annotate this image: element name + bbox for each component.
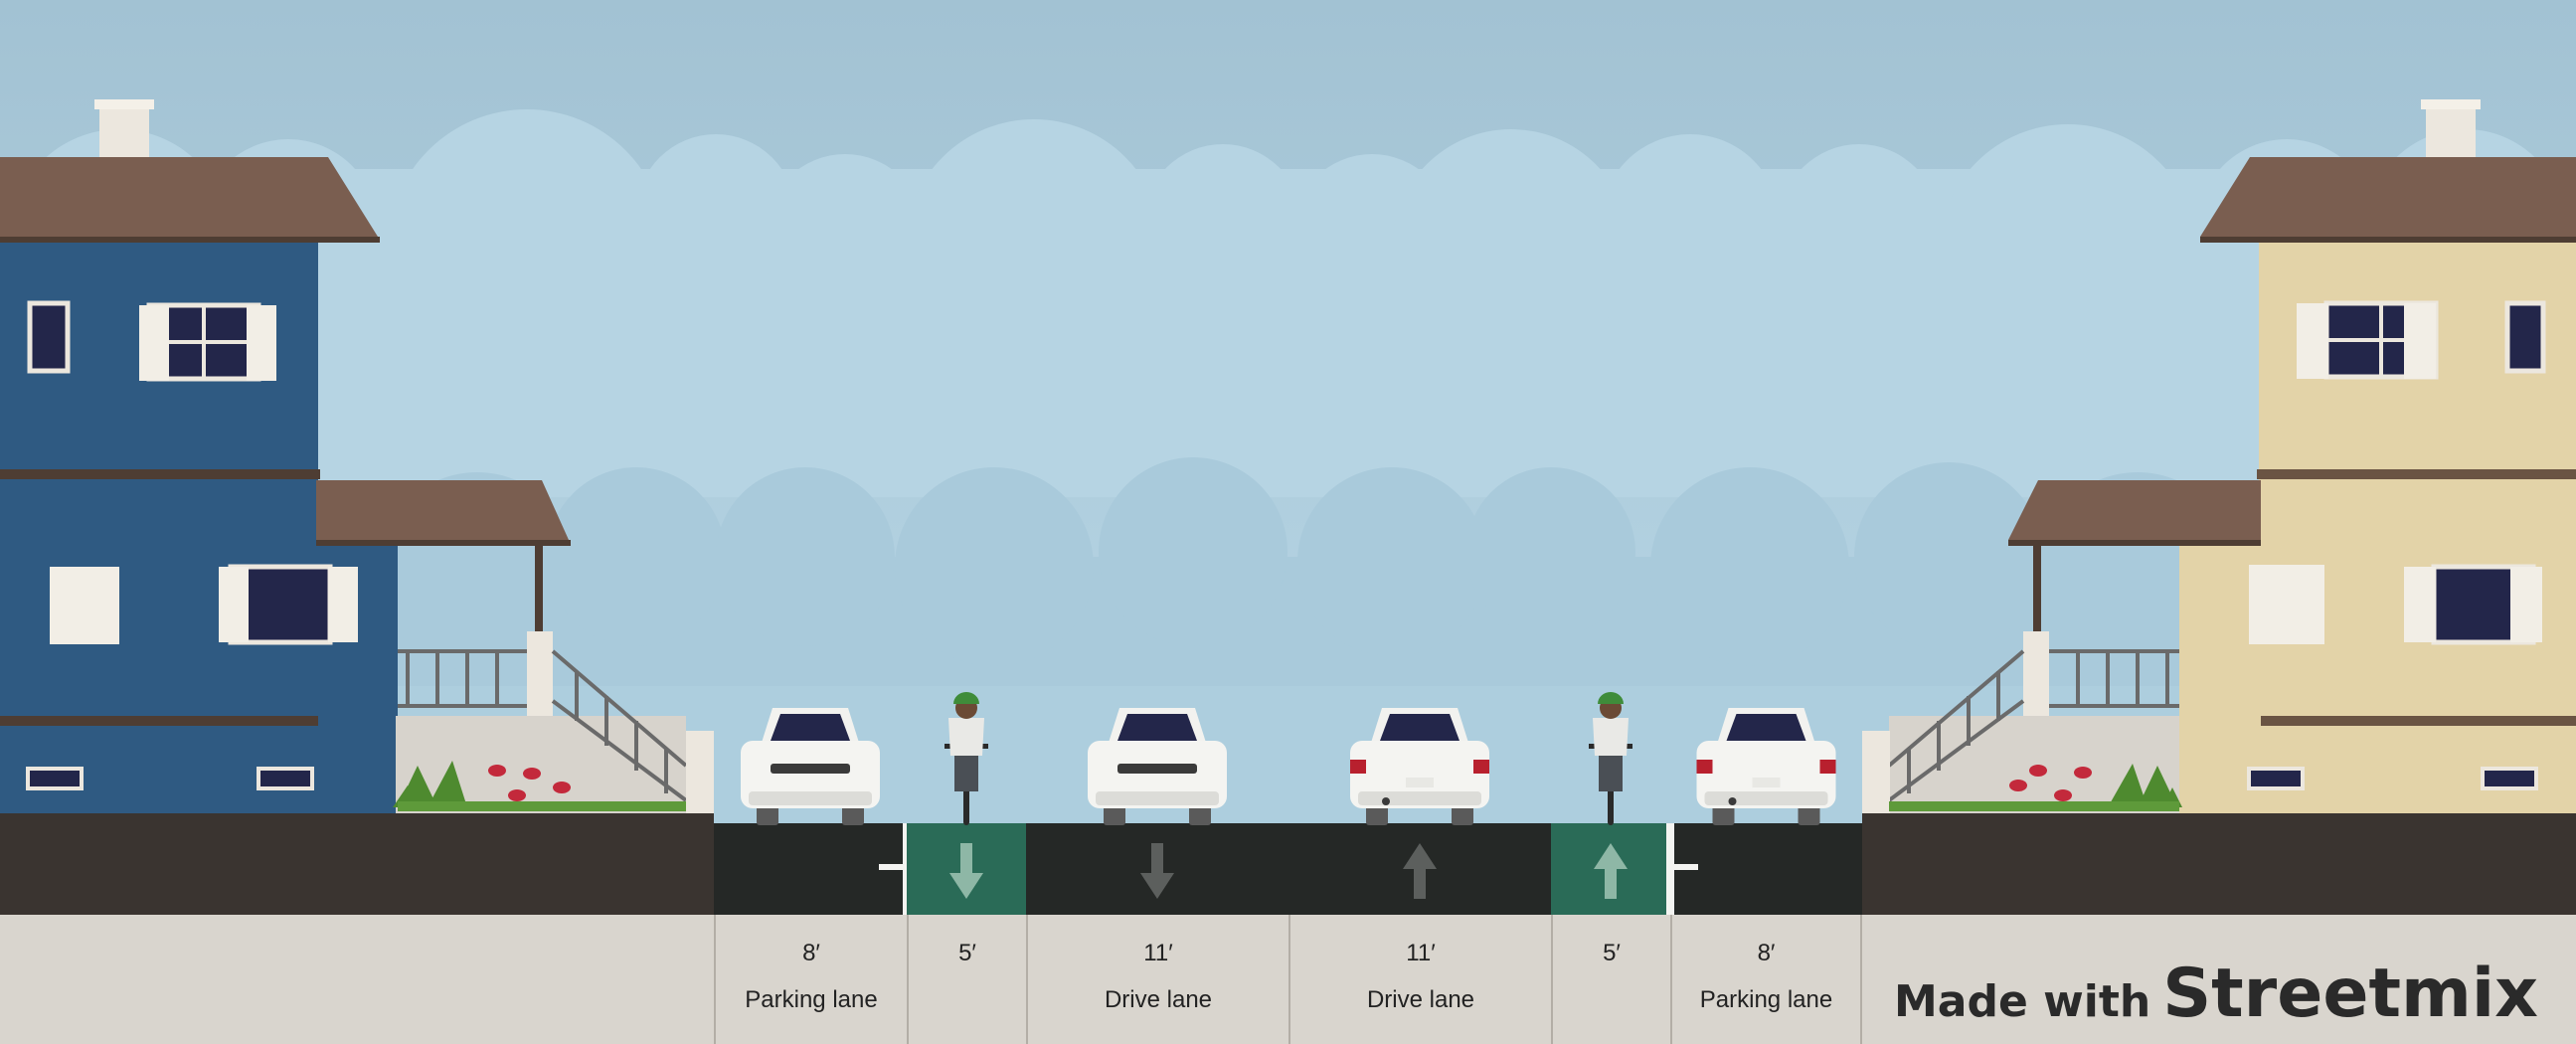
cyclist <box>945 692 988 825</box>
segment-name: Drive lane <box>1366 986 1475 1013</box>
lane-arrow-down <box>1140 843 1174 899</box>
car-rear <box>1696 708 1836 825</box>
right-sidewalk <box>1862 813 2576 915</box>
car-front <box>741 708 880 825</box>
brand-name: Streetmix <box>2162 955 2538 1033</box>
segment-label: 8′ Parking lane <box>714 915 907 1044</box>
parking-tick <box>879 864 907 870</box>
segment-width: 11′ <box>1406 940 1436 966</box>
parking-lane-surface <box>714 823 907 915</box>
lane-arrow-up <box>1594 843 1628 899</box>
brand-prefix: Made with <box>1893 976 2151 1027</box>
segment-name: Parking lane <box>1699 986 1833 1013</box>
lane-arrow-down <box>949 843 983 899</box>
segment-label: 8′ Parking lane <box>1670 915 1862 1044</box>
segment-width: 5′ <box>958 940 976 966</box>
segment-label: 11′ Drive lane <box>1288 915 1551 1044</box>
segment-width: 11′ <box>1143 940 1173 966</box>
segment-name: Parking lane <box>745 986 878 1013</box>
car-front <box>1088 708 1227 825</box>
right-house <box>1862 99 2576 815</box>
label-band <box>0 915 2576 1044</box>
car-rear <box>1350 708 1489 825</box>
left-house <box>0 99 714 815</box>
upper-clouds <box>0 109 2576 497</box>
road <box>714 823 1862 915</box>
parking-lane-surface <box>1670 823 1862 915</box>
segment-width: 5′ <box>1603 940 1621 966</box>
segment-label: 5′ <box>907 915 1026 1044</box>
left-plants <box>393 761 686 811</box>
right-plants <box>1889 764 2182 811</box>
vehicles <box>741 692 1836 825</box>
segment-labels: 8′ Parking lane 5′ 11′ Drive lane 11′ Drive la… <box>0 915 2576 1044</box>
segment-name: Drive lane <box>1104 986 1213 1013</box>
segment-label: 5′ <box>1551 915 1670 1044</box>
segment-label: 11′ Drive lane <box>1026 915 1288 1044</box>
lane-arrow-up <box>1403 843 1437 899</box>
parking-tick <box>1670 864 1698 870</box>
segment-width: 8′ <box>1757 940 1776 966</box>
segment-width: 8′ <box>802 940 820 966</box>
left-sidewalk <box>0 813 714 915</box>
cyclist <box>1589 692 1632 825</box>
